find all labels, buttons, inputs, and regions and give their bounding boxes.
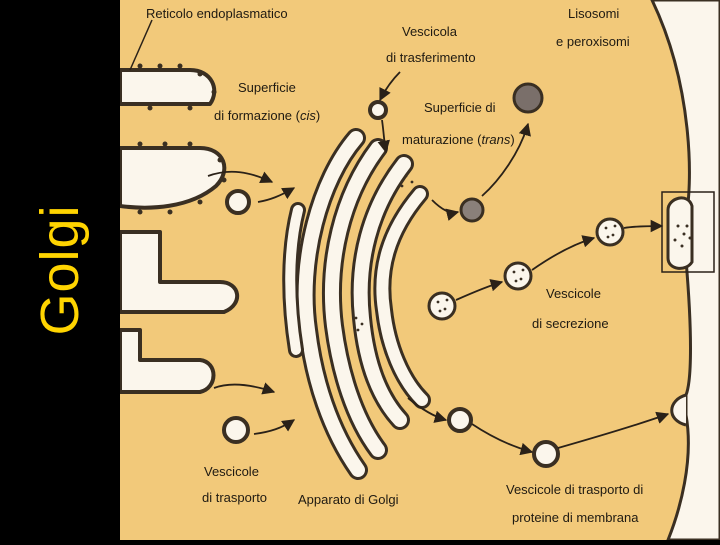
secretory-vesicle-1 [429,293,455,319]
label-trans-1: Superficie di [424,100,496,115]
label-trans-2-prefix: maturazione ( [402,132,482,147]
side-title-bar: Golgi [0,0,120,540]
label-trasporto-1: Vescicole [204,464,259,479]
lysosome-vesicle-small [461,199,483,221]
label-vescicola-1: Vescicola [402,24,458,39]
label-trasporto-2: di trasporto [202,490,267,505]
label-cis-2-prefix: di formazione ( [214,108,301,123]
label-lisosomi-2: e peroxisomi [556,34,630,49]
vesicle-transfer [370,102,386,118]
secretory-vesicle-2 [505,263,531,289]
label-trans-2: maturazione (trans) [402,132,515,147]
label-cis-2: di formazione (cis) [214,108,320,123]
golgi-diagram: Reticolo endoplasmatico Vescicola di tra… [120,0,720,540]
label-membrana-1: Vescicole di trasporto di [506,482,643,497]
exocytosis-pocket [668,198,692,269]
label-reticolo: Reticolo endoplasmatico [146,6,288,21]
vesicle-membrane-1 [449,409,471,431]
label-trans-2-italic: trans [481,132,510,147]
label-cis-1: Superficie [238,80,296,95]
golgi-diagram-svg: Reticolo endoplasmatico Vescicola di tra… [120,0,720,540]
label-cis-2-suffix: ) [316,108,320,123]
label-cis-2-italic: cis [300,108,316,123]
label-vescicola-2: di trasferimento [386,50,476,65]
vesicle-transport [224,418,248,442]
secretory-vesicle-3 [597,219,623,245]
vesicle-er-to-golgi [227,191,249,213]
label-membrana-2: proteine di membrana [512,510,639,525]
label-apparato: Apparato di Golgi [298,492,399,507]
label-secrezione-2: di secrezione [532,316,609,331]
vesicle-membrane-2 [534,442,558,466]
lysosome-vesicle-large [514,84,542,112]
label-lisosomi-1: Lisosomi [568,6,619,21]
side-title: Golgi [29,204,91,335]
label-trans-2-suffix: ) [510,132,514,147]
label-secrezione-1: Vescicole [546,286,601,301]
